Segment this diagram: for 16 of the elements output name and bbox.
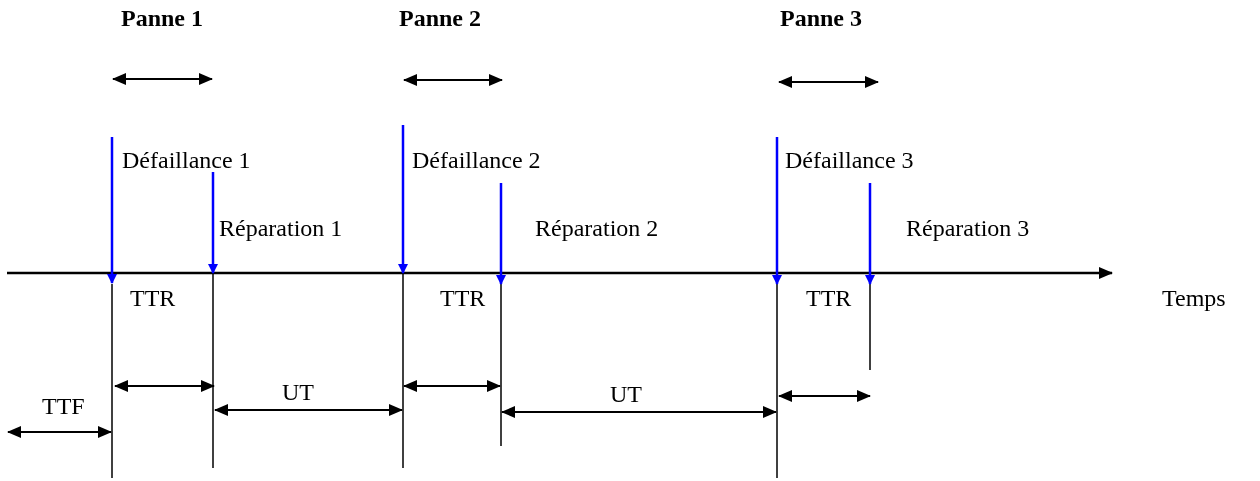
fault-title: Panne 3 xyxy=(780,4,862,32)
duration-label: TTR xyxy=(806,284,852,312)
event-label: Défaillance 1 xyxy=(122,146,251,174)
duration-label: TTF xyxy=(42,392,85,420)
fault-title: Panne 1 xyxy=(121,4,203,32)
event-label: Défaillance 3 xyxy=(785,146,914,174)
event-label: Défaillance 2 xyxy=(412,146,541,174)
duration-label: TTR xyxy=(130,284,176,312)
event-label: Réparation 2 xyxy=(535,214,659,242)
fault-title: Panne 2 xyxy=(399,4,481,32)
event-label: Réparation 3 xyxy=(906,214,1030,242)
duration-label: UT xyxy=(610,380,642,408)
duration-label: TTR xyxy=(440,284,486,312)
event-label: Réparation 1 xyxy=(219,214,343,242)
axis-label: Temps xyxy=(1162,284,1226,312)
duration-label: UT xyxy=(282,378,314,406)
